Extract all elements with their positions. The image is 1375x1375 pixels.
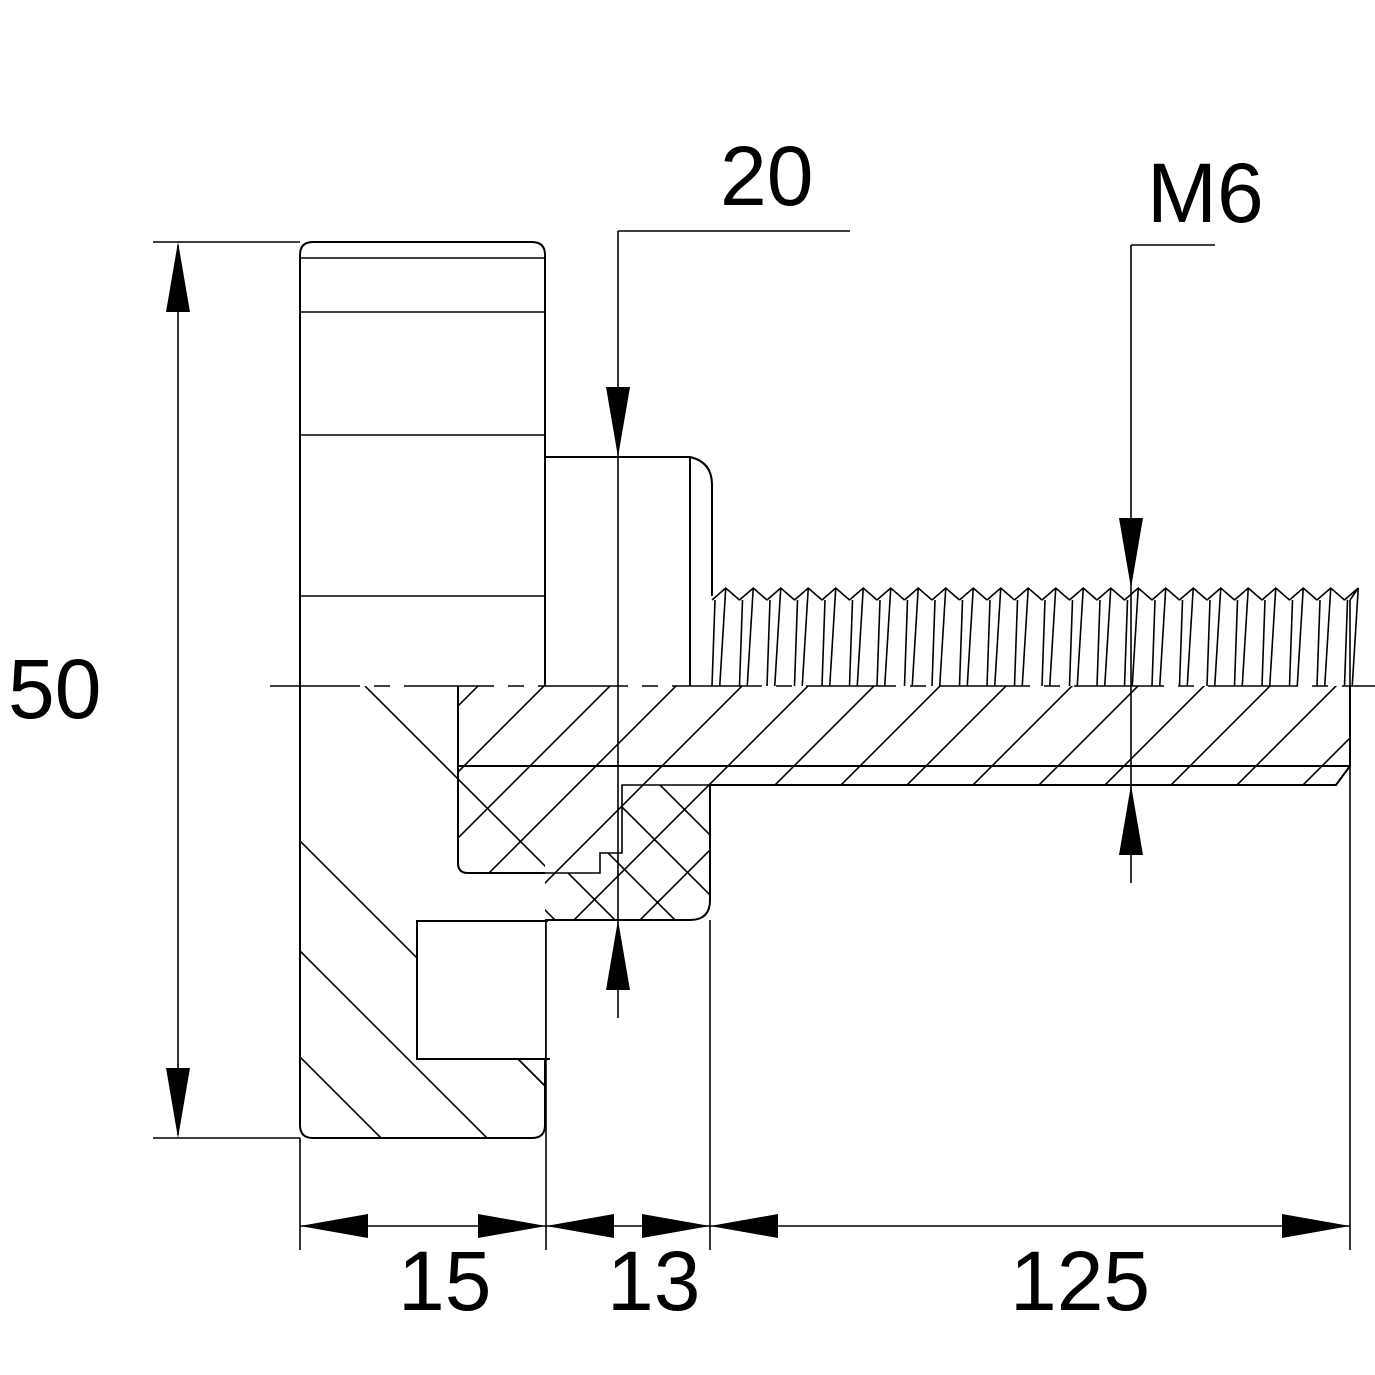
dimension-height-label: 50 [8, 642, 101, 736]
thread-teeth [711, 586, 1360, 687]
collar-section [457, 686, 1351, 921]
thread-flank [711, 586, 1360, 687]
knob-hatching [300, 686, 545, 1138]
collar-outline [545, 456, 713, 686]
dimension-thread: M6 [1119, 146, 1264, 883]
dimension-knob-width-label: 15 [398, 1234, 491, 1328]
knob-insert-cavity [416, 920, 550, 1087]
knob-outline [299, 241, 546, 1139]
dimension-thread-label: M6 [1147, 146, 1264, 240]
dimension-height: 50 [8, 241, 300, 1139]
nut-hatching [545, 785, 710, 920]
dimension-collar-diameter-label: 20 [720, 129, 813, 223]
dimension-collar-length-label: 13 [607, 1234, 700, 1328]
nut-hatch-lines [545, 785, 710, 920]
collar-hatching [458, 686, 1350, 920]
dimension-lengths: 15 13 125 [299, 686, 1351, 1328]
dimension-collar-diameter: 20 [606, 129, 850, 1018]
section-hatch-lines [458, 686, 1350, 920]
dimension-thread-length-label: 125 [1010, 1234, 1150, 1328]
